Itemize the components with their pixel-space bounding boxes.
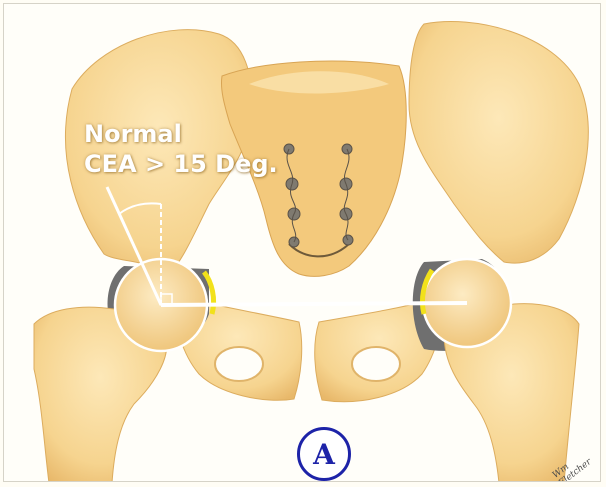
- pelvis-illustration: [4, 4, 601, 482]
- left-obturator-foramen: [215, 347, 263, 381]
- right-iliac-wing: [409, 22, 588, 264]
- label-normal: Normal: [84, 120, 182, 148]
- panel-letter-badge: A: [297, 427, 351, 481]
- right-obturator-foramen: [352, 347, 400, 381]
- label-cea-angle: CEA > 15 Deg.: [84, 150, 278, 178]
- figure-frame: Normal CEA > 15 Deg. A Wm Fletcher: [3, 3, 601, 482]
